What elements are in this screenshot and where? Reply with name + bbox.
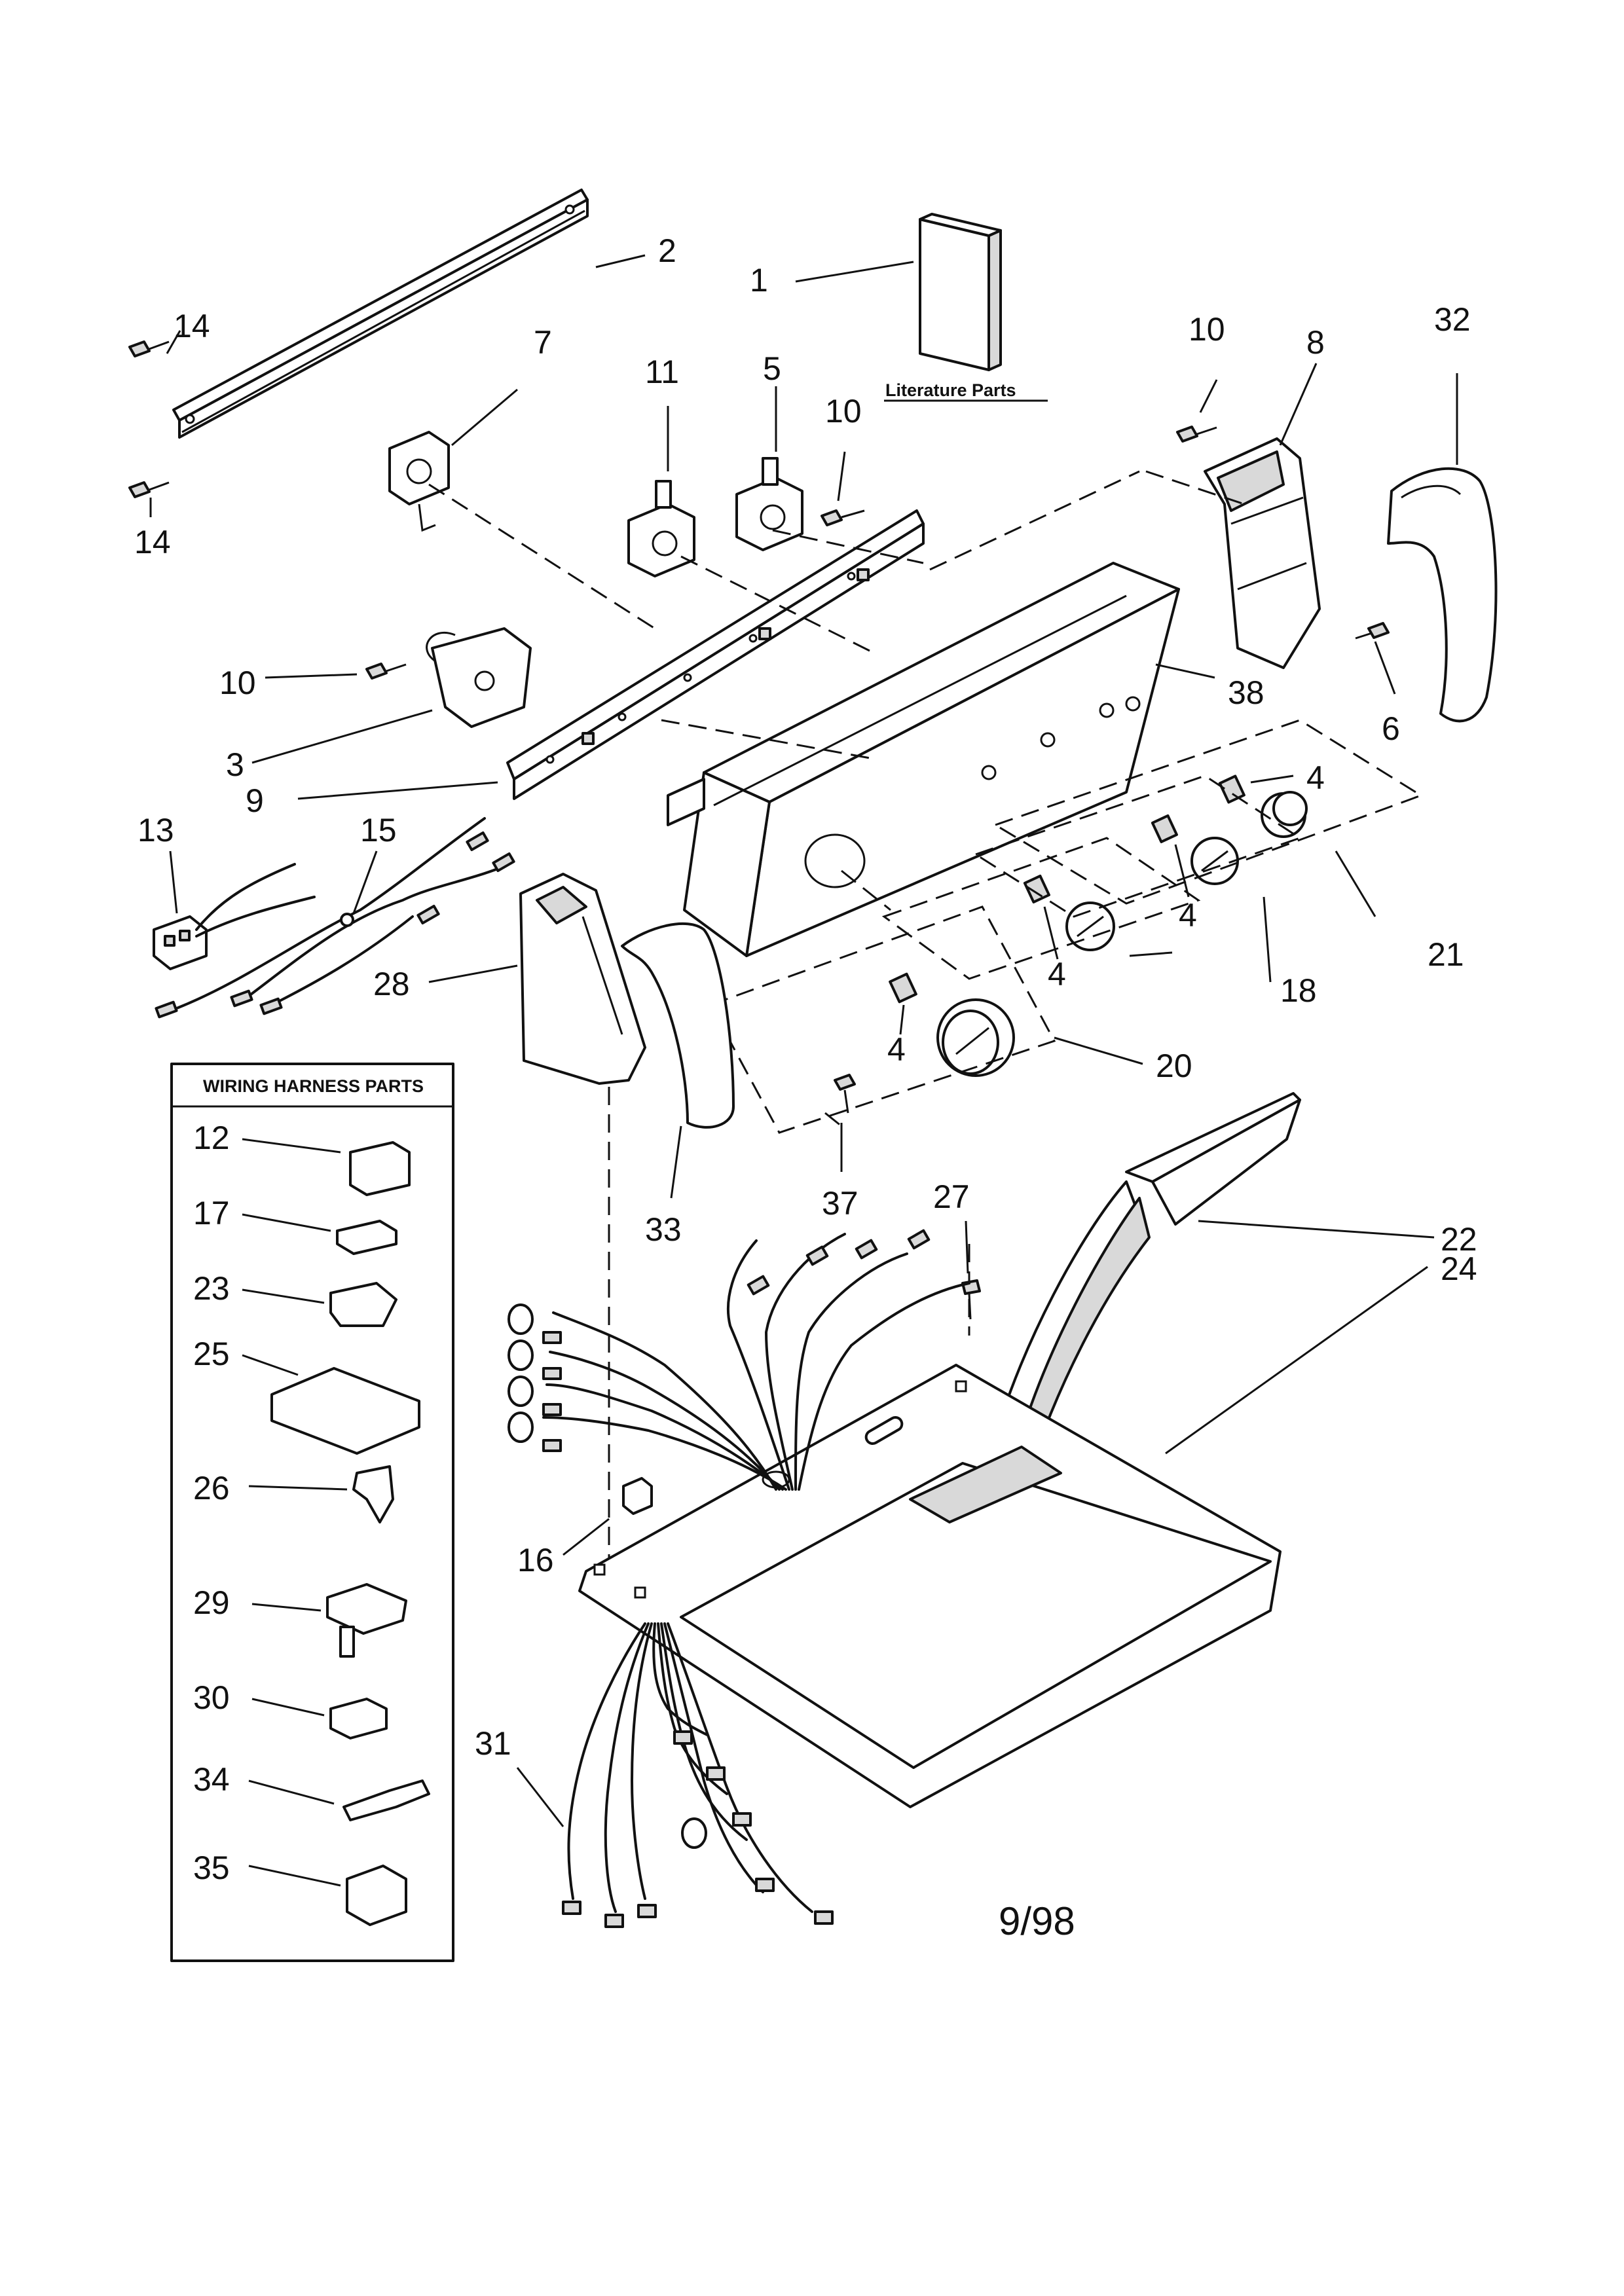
wiring-harness-parts-box (170, 1063, 454, 1962)
screw-part-10-right (1176, 426, 1217, 443)
harness-part-31 (562, 1622, 834, 1928)
callout-4-b: 4 (1179, 897, 1197, 934)
callout-32: 32 (1434, 301, 1471, 338)
wiring-item-25: 25 (193, 1336, 230, 1372)
callout-21: 21 (1428, 936, 1464, 973)
wiring-item-30: 30 (193, 1679, 230, 1716)
callout-22: 22 (1441, 1221, 1477, 1258)
wiring-item-26: 26 (193, 1470, 230, 1506)
callout-18: 18 (1280, 972, 1317, 1009)
callout-27: 27 (933, 1178, 970, 1215)
literature-book-part-1 (919, 213, 1002, 371)
callout-10-b: 10 (825, 393, 862, 429)
connector-part-30 (329, 1698, 388, 1740)
wiring-item-17: 17 (193, 1195, 230, 1231)
end-trim-part-33 (621, 922, 735, 1129)
date-stamp: 9/98 (999, 1899, 1075, 1943)
literature-parts-label: Literature Parts (885, 380, 1016, 400)
switch-part-11 (627, 480, 695, 577)
clip-part-4-b (1151, 814, 1178, 843)
callout-14-b: 14 (134, 524, 171, 560)
callout-16: 16 (517, 1542, 554, 1578)
callout-37: 37 (822, 1185, 858, 1222)
callout-6: 6 (1382, 710, 1400, 747)
callout-38: 38 (1228, 674, 1264, 711)
connector-part-17 (336, 1220, 397, 1255)
console-panel-part-38 (667, 562, 1180, 957)
dashed-group-21 (993, 719, 1424, 905)
connector-part-25 (270, 1367, 420, 1455)
harness-bundle-upper (507, 1229, 970, 1491)
callout-1: 1 (750, 262, 768, 299)
callout-15: 15 (360, 812, 397, 848)
connector-part-23 (329, 1282, 397, 1327)
dashed-group-18b (881, 837, 1201, 980)
callout-28: 28 (373, 966, 410, 1002)
callout-13: 13 (138, 812, 174, 848)
wire-harness-part-15 (155, 817, 515, 1019)
callout-7: 7 (534, 324, 552, 361)
callout-11: 11 (645, 354, 679, 390)
end-trim-part-32 (1387, 467, 1498, 723)
dashed-group-18 (973, 774, 1302, 918)
connector-part-12 (349, 1141, 411, 1196)
switch-part-5 (735, 457, 803, 551)
clip-part-4-c (1023, 874, 1050, 903)
callout-4-a: 4 (1306, 759, 1325, 796)
callout-20: 20 (1156, 1048, 1192, 1084)
callout-14-a: 14 (174, 308, 210, 344)
end-cap-part-28 (519, 873, 646, 1085)
callout-3: 3 (226, 746, 244, 783)
screw-part-14-top (128, 340, 170, 357)
terminal-part-34 (342, 1779, 430, 1821)
callout-9: 9 (246, 782, 264, 819)
lint-screen-part-22 (994, 1092, 1301, 1458)
wiring-item-29: 29 (193, 1584, 230, 1621)
wiring-item-23: 23 (193, 1270, 230, 1307)
callout-33: 33 (645, 1211, 682, 1248)
knob-part-20 (936, 998, 1015, 1077)
screw-part-10-left (365, 663, 407, 680)
callout-24: 24 (1441, 1250, 1477, 1287)
screw-part-14-bottom (128, 481, 170, 498)
grommet-part-16 (622, 1477, 653, 1515)
callout-4-c: 4 (1048, 956, 1066, 993)
switch-part-7 (388, 431, 450, 532)
screw-part-10-middle (821, 509, 865, 526)
wiring-item-34: 34 (193, 1761, 230, 1798)
connector-part-13 (153, 863, 316, 970)
callout-31: 31 (475, 1725, 511, 1762)
callout-2: 2 (658, 232, 676, 269)
callout-8: 8 (1306, 324, 1325, 361)
clip-part-4-d (889, 972, 917, 1004)
wiring-item-35: 35 (193, 1850, 230, 1886)
end-cap-part-8 (1204, 437, 1321, 669)
timer-part-3 (426, 627, 532, 728)
callout-10-a: 10 (1189, 311, 1225, 348)
knob-part-21 (1261, 791, 1308, 838)
clip-part-26 (352, 1465, 394, 1523)
rear-panel-part-2 (172, 189, 589, 439)
leader-2 (595, 254, 646, 268)
callout-4-d: 4 (887, 1031, 906, 1068)
dashed-group-20 (709, 905, 1056, 1134)
connector-part-35 (346, 1865, 407, 1926)
callout-5: 5 (763, 350, 781, 387)
wiring-item-12: 12 (193, 1120, 230, 1156)
callout-10-c: 10 (219, 665, 256, 701)
clip-part-4-a (1218, 774, 1246, 804)
wiring-box-title: WIRING HARNESS PARTS (203, 1076, 424, 1096)
screw-part-27 (961, 1279, 981, 1320)
connector-part-29 (326, 1583, 407, 1635)
screw-part-37 (834, 1074, 856, 1114)
dryer-top-part-24 (578, 1364, 1282, 1808)
leader-1 (795, 261, 914, 283)
screw-part-6 (1355, 622, 1390, 640)
